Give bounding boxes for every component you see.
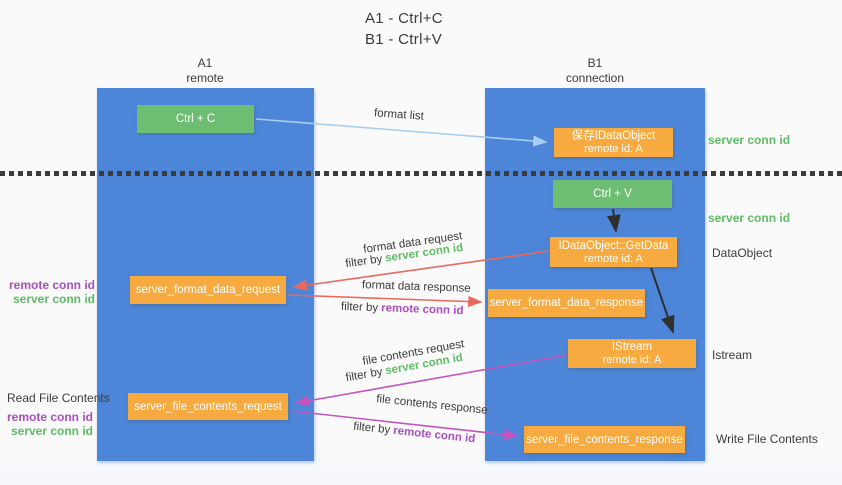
label-server-conn-id-top: server conn id xyxy=(708,133,791,147)
node-ctrl-c-label: Ctrl + C xyxy=(175,113,216,125)
node-server-format-data-response-label: server_format_data_response xyxy=(489,297,644,309)
dotted-divider-line xyxy=(0,171,842,176)
node-istream: IStream remote id: A xyxy=(568,339,696,368)
label-group-conn-ids-1: remote conn id server conn id xyxy=(0,278,95,306)
remote-conn-id-text: remote conn id xyxy=(380,302,464,318)
node-server-file-contents-request: server_file_contents_request xyxy=(128,393,288,420)
label-server-conn-id-1: server conn id xyxy=(12,292,95,306)
label-dataobject: DataObject xyxy=(712,246,773,260)
lane-b1-name: B1 xyxy=(587,56,603,70)
node-istream-line1: IStream xyxy=(611,341,653,353)
label-remote-conn-id-1: remote conn id xyxy=(8,278,95,292)
label-server-conn-id-2: server conn id xyxy=(10,424,93,438)
label-format-data-response: format data response xyxy=(361,279,471,295)
label-server-conn-id-mid: server conn id xyxy=(708,211,791,225)
label-write-file-contents: Write File Contents xyxy=(716,432,818,446)
node-idataobject-getdata: IDataObject::GetData remote id: A xyxy=(550,237,677,267)
title-line-1: A1 - Ctrl+C xyxy=(365,10,443,27)
diagram-title: A1 - Ctrl+C B1 - Ctrl+V xyxy=(365,8,443,50)
label-file-contents-response: file contents response xyxy=(375,393,489,417)
node-save-idataobject-line2: remote id: A xyxy=(584,143,643,155)
node-server-file-contents-request-label: server_file_contents_request xyxy=(134,400,282,413)
lane-header-a1: A1 remote xyxy=(135,56,275,86)
label-format-list: format list xyxy=(373,107,425,123)
node-istream-line2: remote id: A xyxy=(602,354,662,366)
lane-b1-subtitle: connection xyxy=(565,71,625,85)
label-group-conn-ids-2: remote conn id server conn id xyxy=(0,410,93,438)
node-server-file-contents-response-label: server_file_contents_response xyxy=(526,433,683,446)
filter-by-text: filter by xyxy=(344,253,384,271)
node-server-file-contents-response: server_file_contents_response xyxy=(524,426,685,453)
node-server-format-data-response: server_format_data_response xyxy=(488,289,645,317)
node-ctrl-v-label: Ctrl + V xyxy=(593,188,632,200)
lane-a1-subtitle: remote xyxy=(186,71,224,85)
filter-by-text: filter by xyxy=(352,420,391,437)
filter-by-text: filter by xyxy=(340,300,379,315)
label-remote-conn-id-2: remote conn id xyxy=(6,410,93,424)
filter-by-text: filter by xyxy=(344,365,384,385)
node-ctrl-v: Ctrl + V xyxy=(553,180,672,208)
arrow-format-data-response xyxy=(287,294,483,308)
node-ctrl-c: Ctrl + C xyxy=(137,105,254,133)
lane-header-b1: B1 connection xyxy=(525,56,665,86)
node-server-format-data-request: server_format_data_request xyxy=(130,276,286,304)
node-save-idataobject: 保存IDataObject remote id: A xyxy=(554,128,673,157)
node-getdata-line1: IDataObject::GetData xyxy=(558,239,669,252)
lane-a1-name: A1 xyxy=(197,56,213,70)
node-save-idataobject-line1: 保存IDataObject xyxy=(571,130,656,142)
label-read-file-contents: Read File Contents xyxy=(7,391,110,405)
label-istream: Istream xyxy=(712,348,753,362)
remote-conn-id-text: remote conn id xyxy=(392,424,476,446)
title-line-2: B1 - Ctrl+V xyxy=(365,31,443,48)
node-server-format-data-request-label: server_format_data_request xyxy=(135,284,281,296)
node-getdata-line2: remote id: A xyxy=(584,252,643,265)
